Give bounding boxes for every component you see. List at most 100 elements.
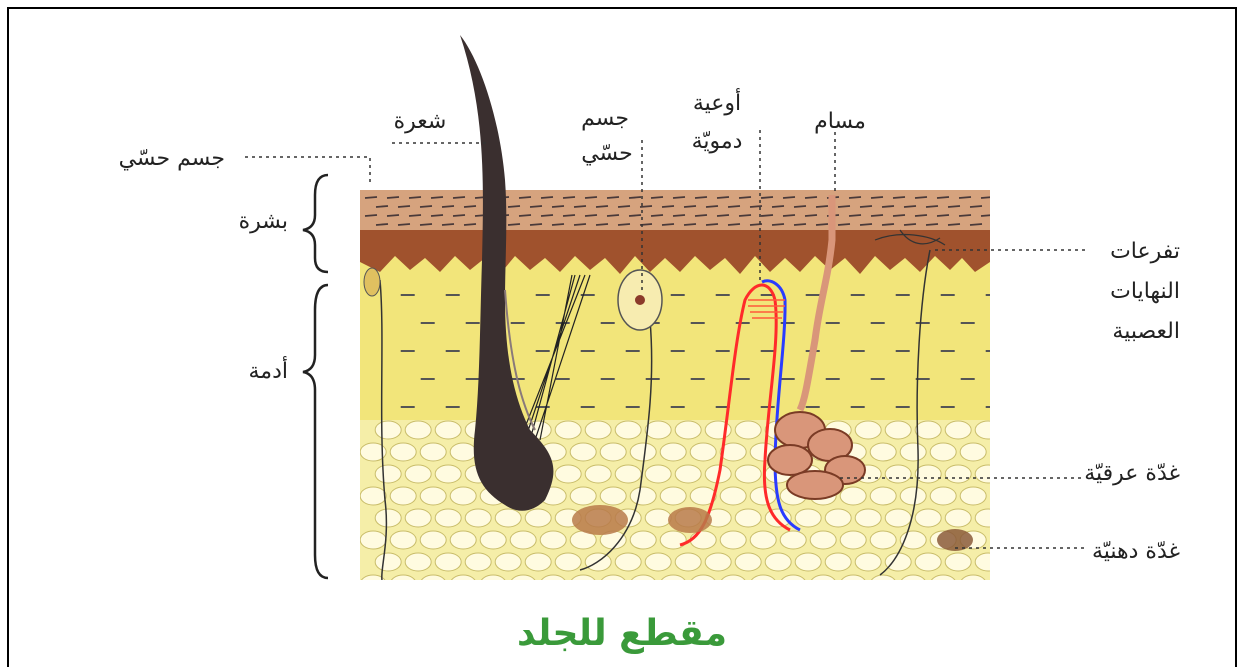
epidermis-dash (904, 224, 916, 225)
fat-cell (795, 509, 821, 527)
fat-cell (360, 487, 386, 505)
epidermis-dash (816, 206, 828, 207)
fat-cell (600, 487, 626, 505)
label-sensory-body-2: حسّي (581, 141, 633, 166)
epidermis-dash (893, 215, 905, 216)
fat-cell (675, 553, 701, 571)
epidermis-dash (640, 206, 652, 207)
epidermis-dash (992, 224, 1004, 225)
fat-cell (690, 443, 716, 461)
fat-cell (900, 443, 926, 461)
epidermis-dash (838, 206, 850, 207)
epidermis-dash (728, 224, 740, 225)
fat-cell (660, 487, 686, 505)
epidermis-dash (970, 206, 982, 207)
epidermis-dash (596, 206, 608, 207)
epidermis-dash (464, 206, 476, 207)
epidermis-dash (849, 215, 861, 216)
fat-cell (510, 575, 536, 593)
epidermis-dash (585, 215, 597, 216)
epidermis-dash (761, 197, 773, 198)
fat-cell (765, 553, 791, 571)
fat-cell (555, 553, 581, 571)
epidermis-dash (794, 206, 806, 207)
epidermis-dash (541, 215, 553, 216)
fat-cell (690, 575, 716, 593)
fat-cell (375, 421, 401, 439)
epidermis-dash (849, 197, 861, 198)
fat-cell (570, 487, 596, 505)
fat-cell (855, 421, 881, 439)
epidermis-dash (629, 215, 641, 216)
fat-cell (885, 509, 911, 527)
epidermis-top (360, 190, 990, 230)
epidermis-dash (761, 215, 773, 216)
epidermis-dash (739, 197, 751, 198)
epidermis-dash (937, 197, 949, 198)
epidermis-dash (915, 197, 927, 198)
fat-cell (570, 575, 596, 593)
fat-cell (630, 443, 656, 461)
epidermis-dash (530, 206, 542, 207)
epidermis-dash (717, 197, 729, 198)
fat-cell (735, 421, 761, 439)
label-epidermis: بشرة (239, 209, 288, 234)
label-blood-vessels-1: أوعية (693, 88, 741, 116)
fat-cell (675, 465, 701, 483)
fat-cell (405, 421, 431, 439)
epidermis-dash (772, 206, 784, 207)
fat-cell (780, 531, 806, 549)
fat-cell (975, 465, 1001, 483)
epidermis-dash (398, 224, 410, 225)
fat-cell (735, 509, 761, 527)
epidermis-dash (783, 197, 795, 198)
epidermis-dash (365, 197, 377, 198)
fat-cell (840, 575, 866, 593)
epidermis-dash (453, 197, 465, 198)
fat-cell (540, 575, 566, 593)
epidermis-brace (303, 175, 328, 272)
fat-cell (930, 487, 956, 505)
epidermis-dash (717, 215, 729, 216)
epidermis-dash (629, 197, 641, 198)
fat-cell (390, 487, 416, 505)
fat-cell (840, 531, 866, 549)
fat-cell (870, 487, 896, 505)
fat-cell (720, 531, 746, 549)
fat-cell (390, 531, 416, 549)
epidermis-dash (662, 224, 674, 225)
fat-cell (420, 487, 446, 505)
fat-cell (540, 531, 566, 549)
fat-cell (615, 465, 641, 483)
fat-cell (420, 575, 446, 593)
fat-cell (840, 487, 866, 505)
epidermis-dash (442, 224, 454, 225)
label-dermis: أدمة (249, 356, 289, 384)
fat-cell (450, 443, 476, 461)
epidermis-dash (563, 197, 575, 198)
fat-cell (735, 553, 761, 571)
fat-cell (420, 531, 446, 549)
fat-cell (975, 421, 1001, 439)
fat-cell (480, 575, 506, 593)
epidermis-dash (618, 206, 630, 207)
sebaceous-gland-1 (572, 505, 628, 535)
fat-cell (645, 553, 671, 571)
fat-cell (510, 531, 536, 549)
label-sensory-body-left: جسم حسّي (119, 146, 225, 171)
epidermis-dash (739, 215, 751, 216)
epidermis-dash (750, 206, 762, 207)
fat-cell (585, 421, 611, 439)
epidermis-dash (926, 224, 938, 225)
epidermis-dash (585, 197, 597, 198)
fat-cell (960, 487, 986, 505)
epidermis-dash (376, 206, 388, 207)
fat-cell (750, 575, 776, 593)
fat-cell (870, 443, 896, 461)
epidermis-dash (420, 206, 432, 207)
epidermis-dash (882, 206, 894, 207)
epidermis-dash (453, 215, 465, 216)
fat-cell (885, 465, 911, 483)
fat-cell (810, 531, 836, 549)
